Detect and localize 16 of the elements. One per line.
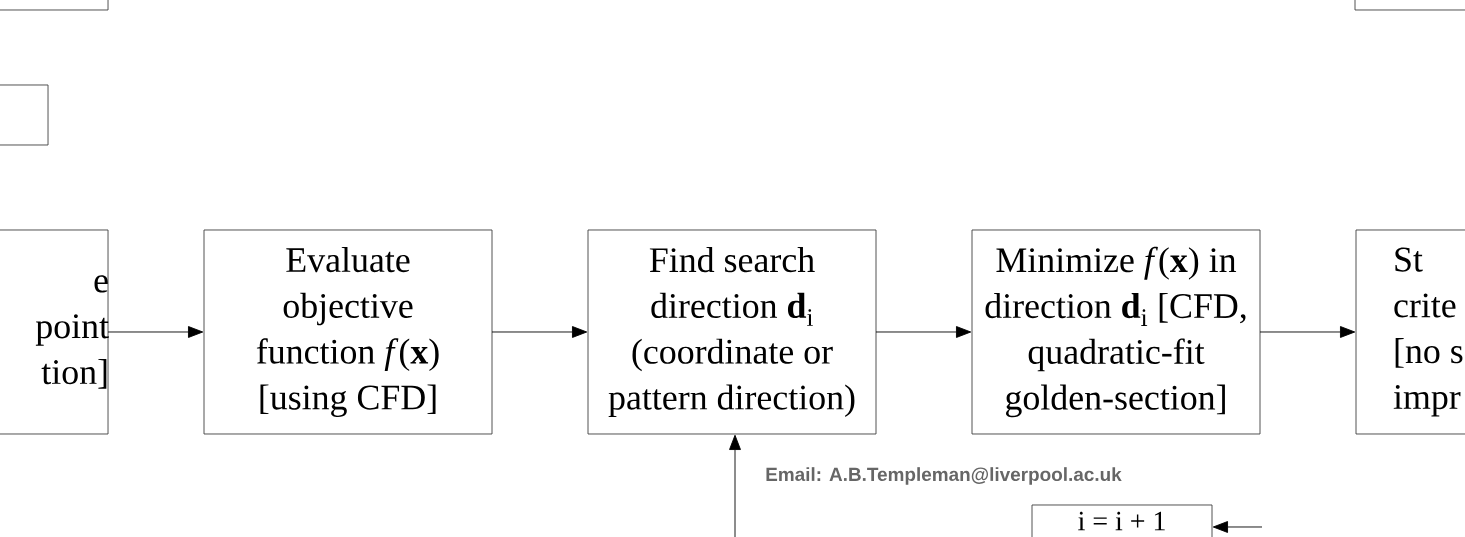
process-box: Evaluate objective function f(x) [using CFD] — [203, 229, 493, 435]
process-box: St crite [no s impr — [1355, 229, 1465, 435]
arrow — [729, 434, 741, 537]
counter-box: i = i + 1 — [1031, 504, 1213, 537]
arrow — [107, 326, 204, 338]
footer-text: Email: A.B.Templeman@liverpool.ac.uk — [766, 467, 1122, 485]
arrow — [875, 326, 972, 338]
arrow — [491, 326, 588, 338]
arrow — [1212, 521, 1263, 533]
process-box: e point tion] — [0, 229, 109, 435]
process-box — [0, 0, 109, 11]
arrow — [1259, 326, 1356, 338]
process-box — [1354, 0, 1465, 11]
process-box: Minimize f(x) in direction d$_{i}$ [CFD, quadratic-fit golden-section] — [971, 229, 1261, 435]
process-box: Find search direction d$_{i}$ (coordinate or pattern direction) — [587, 229, 877, 435]
process-box — [0, 84, 49, 146]
